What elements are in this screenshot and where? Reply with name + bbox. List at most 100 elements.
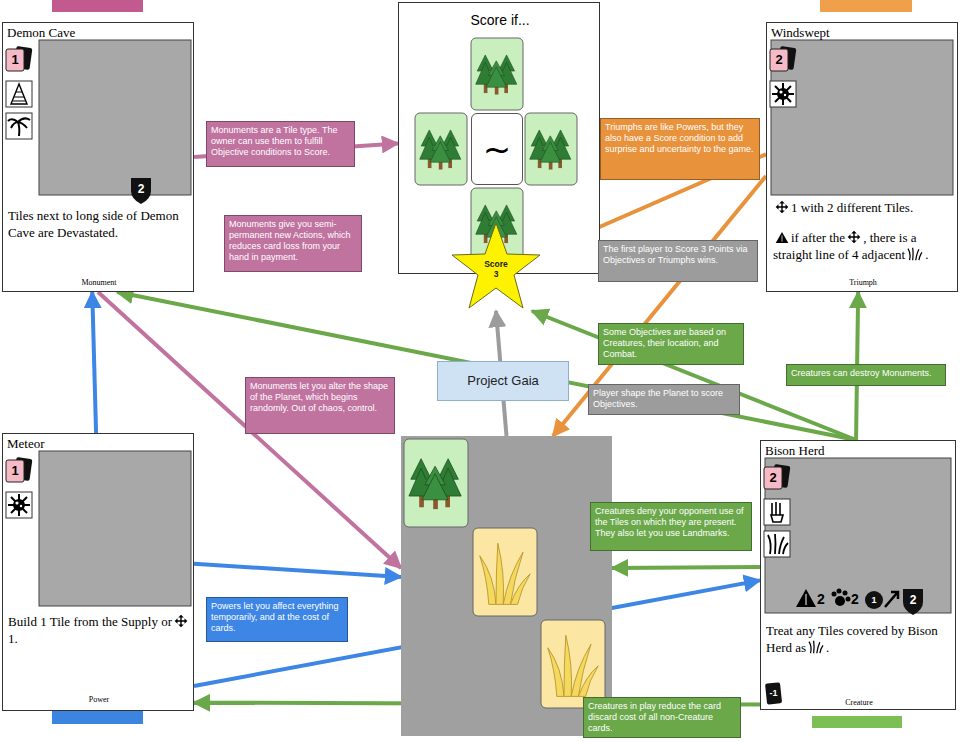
text-flow: Creatures in play reduce the card discar… [588,701,736,734]
node-text: 1. [8,631,18,646]
text-block: if after the, there is a straight line o… [773,230,955,264]
callout-box: Creatures deny your opponent use of the … [590,502,752,551]
text-block: 2 [131,180,151,198]
color-bar [52,0,143,12]
node-text: Windswept [771,25,830,40]
callout-box: Creatures in play reduce the card discar… [583,697,741,738]
node-text: Monuments are a Tile type. The owner can… [211,125,337,157]
text-block: 2 [817,591,829,607]
node-text: Powers let you affect everything tempora… [211,601,338,633]
node-text: Creatures deny your opponent use of the … [595,506,744,538]
text-block: 2 [851,591,863,607]
text-block: Score if... [399,12,601,29]
callout-box: Monuments give you semi-permanent new Ac… [224,215,362,272]
node-text: Score 3 [484,259,508,279]
node-text: Creature [845,698,873,707]
node-text: . [826,640,829,655]
text-block: 1 [6,49,24,71]
text-block: 2 [770,49,788,71]
color-bar [820,0,912,12]
text-block: Triumph [767,279,959,287]
triumph-card: Windswept 2 1 with 2 different Tiles. if af… [766,22,958,292]
node-text: Demon Cave [7,25,75,40]
triangle-icon [775,231,789,244]
node-text: 2 [775,52,782,67]
node-text: Tiles next to long side of Demon Cave ar… [8,208,179,240]
move-icon [775,200,789,214]
node-text: 2 [817,591,825,607]
node-text: ~ [483,129,512,169]
creature-card: Bison Herd 2 2 2 1 2Treat any Tiles covered b… [760,440,956,710]
node-text: Creatures in play reduce the card discar… [588,701,721,733]
connector-arrow [612,567,760,568]
text-block: Build 1 Tile from the Supply or 1. [8,614,190,648]
callout-box: Creatures can destroy Monuments. [786,364,946,386]
power-card: Meteor 1Build 1 Tile from the Supply or 1.… [2,433,194,711]
text-block: Tiles next to long side of Demon Cave ar… [8,208,190,242]
node-text: Power [89,695,109,704]
node-text: 2 [769,470,776,485]
text-flow: The first player to Score 3 Points via O… [603,244,753,266]
node-text: Project Gaia [467,373,539,388]
move-icon [847,230,861,244]
node-text: Build 1 Tile from the Supply or [8,614,172,629]
text-flow: Some Objectives are based on Creatures, … [603,327,739,360]
color-bar [52,711,143,724]
node-text: 1 [11,463,18,478]
node-art [401,436,612,736]
title-box: Project Gaia [437,361,569,401]
node-text: 2 [910,593,917,607]
color-bar [812,716,902,728]
text-block: 2 [764,467,782,489]
text-block: Score 3 [482,260,510,280]
text-block: Power [3,696,195,704]
node-text: Monuments let you alter the shape of the… [250,381,388,413]
text-flow: Powers let you affect everything tempora… [211,601,343,634]
node-text: Triumphs are like Powers, but they also … [605,122,754,154]
node-text: Some Objectives are based on Creatures, … [603,327,726,359]
text-flow: Creatures deny your opponent use of the … [595,506,747,539]
node-art [3,23,195,293]
text-block: Demon Cave [7,26,187,40]
connector-arrow [194,564,401,577]
planet-board [401,436,612,736]
node-text: 1 [871,595,876,605]
move-icon [174,614,188,628]
monument-card: Demon Cave 1 2Tiles next to long side of D… [2,22,194,292]
text-flow: Player shape the Planet to score Objecti… [593,388,735,410]
text-flow: ~ [472,114,522,184]
node-text: 1 [11,52,18,67]
text-flow: Monuments let you alter the shape of the… [250,381,390,414]
callout-box: The first player to Score 3 Points via O… [598,240,758,282]
node-text: 2 [851,591,859,607]
text-block: Meteor [7,437,187,451]
text-block: Monument [3,279,195,287]
node-text: Player shape the Planet to score Objecti… [593,388,723,409]
node-text: Score if... [470,12,529,28]
text-flow: Triumphs are like Powers, but they also … [605,122,755,155]
text-block: Windswept [771,26,951,40]
text-block: -1 [766,687,781,699]
callout-box: Some Objectives are based on Creatures, … [598,323,744,365]
node-text: 1 with 2 different Tiles. [791,200,913,215]
node-text: -1 [769,688,777,698]
node-text: . [925,247,928,262]
text-flow: Monuments are a Tile type. The owner can… [211,125,350,158]
node-art [3,434,195,712]
callout-box: Powers let you affect everything tempora… [206,597,348,642]
score-star: Score 3 [451,221,541,311]
node-art [761,441,957,711]
callout-box: Monuments are a Tile type. The owner can… [206,121,355,167]
callout-box: Player shape the Planet to score Objecti… [588,384,740,415]
objective-card: Score if...~Score 3 [398,2,600,274]
node-text: Monument [81,278,116,287]
text-block: Bison Herd [765,444,951,458]
connector-arrow [92,292,96,433]
text-block: 1 with 2 different Tiles. [773,200,955,217]
text-flow: Monuments give you semi-permanent new Ac… [229,219,357,263]
text-block: Treat any Tiles covered by Bison Herd as… [766,623,952,657]
node-text: Triumph [849,278,877,287]
grass-icon [907,247,923,261]
callout-box: Monuments let you alter the shape of the… [245,377,395,434]
text-block: Creature [761,699,957,707]
